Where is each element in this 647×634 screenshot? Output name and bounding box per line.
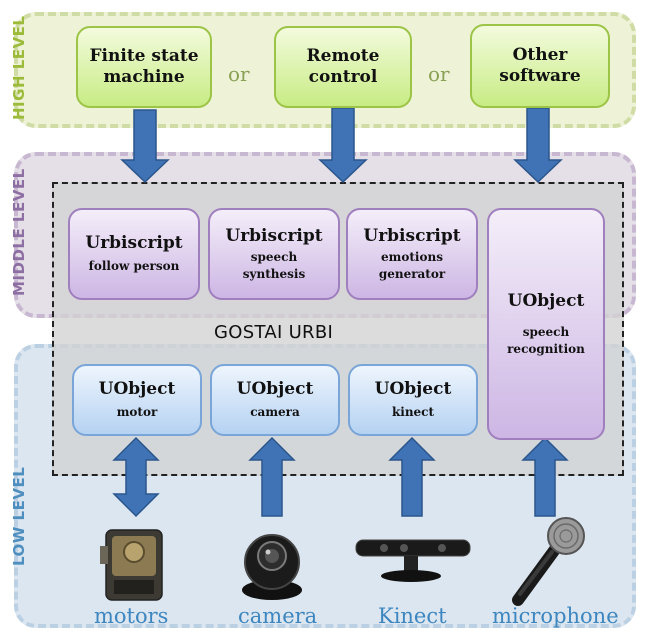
- fsm-line2: machine: [103, 67, 185, 87]
- finite-state-machine-box: Finite state machine: [76, 26, 212, 108]
- urbiscript-follow-sub: follow person: [88, 259, 180, 273]
- uobject-motor-title: UObject: [98, 379, 176, 399]
- urbiscript-speech-sub1: speech: [250, 249, 298, 264]
- device-label-camera: camera: [238, 604, 318, 628]
- urbiscript-follow-person-box: Urbiscript follow person: [68, 208, 200, 300]
- uobject-camera-box: UObject camera: [210, 364, 340, 436]
- urbiscript-follow-title: Urbiscript: [85, 233, 183, 253]
- remote-control-box: Remote control: [274, 26, 412, 108]
- arrow-other-down: [513, 107, 563, 184]
- other-software-box: Other software: [470, 24, 610, 108]
- arrow-camera-up: [248, 436, 296, 517]
- urbiscript-speech-sub2: synthesis: [242, 266, 306, 281]
- device-label-motors: motors: [94, 604, 169, 628]
- or-connector-2: or: [428, 62, 450, 86]
- uobject-camera-sub: camera: [250, 405, 300, 419]
- arrow-remote-down: [318, 107, 368, 184]
- urbiscript-emotions-title: Urbiscript: [363, 225, 461, 246]
- uobject-motor-sub: motor: [116, 405, 158, 419]
- uobject-speech-title: UObject: [507, 290, 585, 311]
- uobject-kinect-sub: kinect: [391, 405, 435, 419]
- uobject-kinect-title: UObject: [374, 379, 452, 399]
- arrow-kinect-up: [388, 436, 436, 517]
- camera-device-image: [242, 534, 302, 600]
- arrow-motor-bidirectional: [112, 436, 160, 518]
- or-connector-1: or: [228, 62, 250, 86]
- remote-line2: control: [308, 67, 378, 87]
- kinect-device-image: [355, 539, 471, 582]
- uobject-speech-sub1: speech: [522, 324, 570, 339]
- uobject-speech-sub2: recognition: [507, 341, 585, 356]
- device-label-kinect: Kinect: [378, 604, 447, 628]
- uobject-kinect-box: UObject kinect: [348, 364, 478, 436]
- uobject-motor-box: UObject motor: [72, 364, 202, 436]
- fsm-line1: Finite state: [89, 46, 199, 66]
- microphone-device-image: [512, 517, 585, 606]
- remote-line1: Remote: [306, 46, 380, 66]
- urbiscript-speech-title: Urbiscript: [225, 225, 323, 246]
- arrow-fsm-down: [120, 109, 170, 184]
- other-line2: software: [499, 66, 581, 86]
- uobject-camera-title: UObject: [236, 379, 314, 399]
- urbiscript-emotions-sub1: emotions: [381, 249, 443, 264]
- other-line1: Other: [512, 45, 568, 65]
- urbiscript-speech-synthesis-box: Urbiscript speech synthesis: [208, 208, 340, 300]
- device-label-microphone: microphone: [492, 604, 619, 628]
- motor-device-image: [100, 529, 163, 601]
- urbiscript-emotions-sub2: generator: [378, 266, 446, 281]
- gostai-urbi-label: GOSTAI URBI: [214, 322, 334, 343]
- arrow-microphone-up: [521, 436, 569, 517]
- urbiscript-emotions-generator-box: Urbiscript emotions generator: [346, 208, 478, 300]
- uobject-speech-recognition-box: UObject speech recognition: [487, 208, 605, 440]
